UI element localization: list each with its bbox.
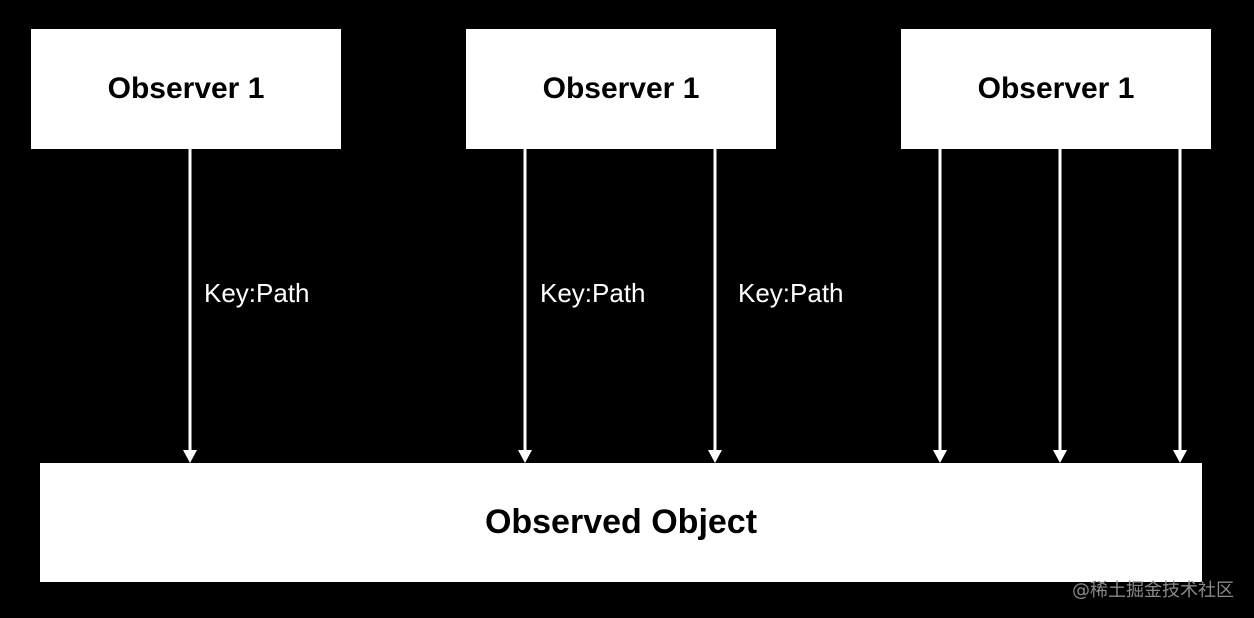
- observer-box-1: Observer 1: [31, 29, 341, 149]
- arrow-head-1: [183, 450, 197, 463]
- observer-box-3: Observer 1: [901, 29, 1211, 149]
- observed-object-box: Observed Object: [40, 463, 1202, 582]
- observer-label-3: Observer 1: [977, 72, 1135, 105]
- watermark: @稀土掘金技术社区: [1072, 580, 1234, 601]
- edge-label-3: Key:Path: [738, 278, 844, 308]
- arrow-head-5: [1053, 450, 1067, 463]
- observed-object-label: Observed Object: [484, 503, 758, 541]
- arrow-head-2: [518, 450, 532, 463]
- observer-box-2: Observer 1: [466, 29, 776, 149]
- edge-label-1: Key:Path: [204, 278, 310, 308]
- arrow-head-4: [933, 450, 947, 463]
- arrow-head-3: [708, 450, 722, 463]
- observer-label-2: Observer 1: [542, 72, 700, 105]
- arrow-head-6: [1173, 450, 1187, 463]
- observer-label-1: Observer 1: [107, 72, 265, 105]
- edge-label-2: Key:Path: [540, 278, 646, 308]
